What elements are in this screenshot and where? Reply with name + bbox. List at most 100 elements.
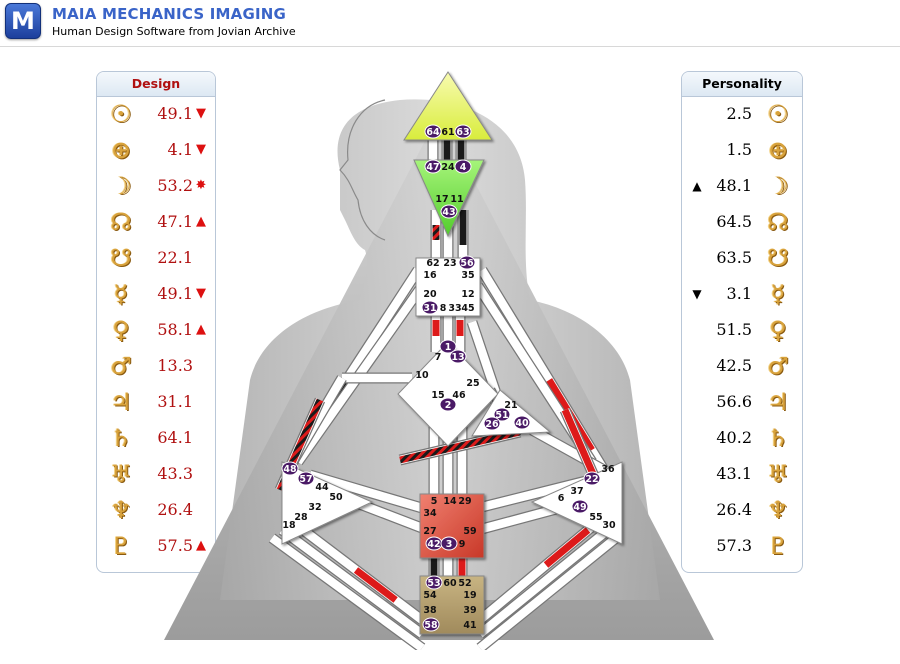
gate-active-marker	[281, 461, 299, 476]
gate-16: 16	[423, 270, 437, 281]
gate-number: 64	[426, 127, 440, 138]
gate-8: 8	[440, 303, 447, 314]
personality-row-uranus: ♅43.1	[682, 459, 802, 495]
gate-active-marker	[439, 397, 457, 412]
mars-icon: ♂	[767, 352, 789, 380]
personality-value: 40.2	[716, 428, 752, 447]
gate-number: 6	[558, 493, 565, 504]
gate-23: 23	[443, 258, 456, 269]
design-row-mars: ♂13.3	[97, 351, 215, 387]
venus-icon: ♀	[769, 316, 787, 344]
gate-number: 16	[423, 270, 437, 281]
channel	[269, 534, 425, 650]
design-value: 31.1	[157, 392, 193, 411]
gate-number: 27	[423, 526, 436, 537]
gate-2: 2	[439, 397, 457, 412]
design-row-mercury: ☿49.1▼	[97, 279, 215, 315]
uranus-icon: ♅	[110, 460, 132, 488]
pluto-icon: ♇	[767, 532, 789, 560]
gate-20: 20	[423, 289, 437, 300]
gate-26: 26	[483, 416, 501, 431]
gate-number: 11	[450, 194, 463, 205]
gate-number: 42	[427, 539, 440, 550]
uranus-icon: ♅	[767, 460, 789, 488]
gate-number: 22	[585, 474, 598, 485]
gate-number: 24	[441, 162, 455, 173]
gate-number: 13	[451, 352, 464, 363]
gate-54: 54	[423, 590, 437, 601]
design-row-saturn: ♄64.1	[97, 423, 215, 459]
gate-number: 51	[495, 410, 508, 421]
gate-number: 23	[443, 258, 456, 269]
gate-30: 30	[602, 520, 616, 531]
design-value: 49.1	[157, 104, 193, 123]
gate-number: 3	[446, 539, 453, 550]
gate-9: 9	[459, 539, 466, 550]
design-row-south-node: ☋22.1	[97, 243, 215, 279]
personality-row-mercury: ☿3.1▼	[682, 279, 802, 315]
channel	[279, 526, 425, 638]
design-value: 57.5	[157, 536, 193, 555]
personality-value: 48.1	[716, 176, 752, 195]
gate-number: 29	[458, 496, 471, 507]
gate-number: 26	[485, 419, 499, 430]
personality-row-neptune: ♆26.4	[682, 495, 802, 531]
gate-active-marker	[454, 159, 472, 174]
gate-33: 33	[448, 303, 461, 314]
gate-38: 38	[423, 605, 437, 616]
gate-number: 12	[461, 289, 474, 300]
design-row-north-node: ☊47.1▲	[97, 207, 215, 243]
gate-number: 8	[440, 303, 447, 314]
gate-55: 55	[589, 512, 602, 523]
personality-value: 42.5	[716, 356, 752, 375]
gate-10: 10	[415, 370, 429, 381]
gate-number: 55	[589, 512, 602, 523]
gate-number: 34	[423, 508, 437, 519]
gate-number: 17	[435, 194, 448, 205]
neptune-icon: ♆	[110, 496, 132, 524]
gate-number: 57	[299, 474, 312, 485]
channel-activation	[399, 428, 521, 464]
detriment-down-icon: ▼	[196, 142, 206, 157]
gate-number: 33	[448, 303, 461, 314]
design-panel-title: Design	[97, 72, 215, 97]
gate-number: 32	[308, 502, 321, 513]
moon-icon: ☽	[767, 172, 789, 200]
personality-value: 57.3	[716, 536, 752, 555]
gate-number: 2	[445, 400, 452, 411]
design-value: 43.3	[157, 464, 193, 483]
gate-number: 31	[423, 303, 436, 314]
gate-18: 18	[282, 520, 296, 531]
gate-12: 12	[461, 289, 474, 300]
venus-icon: ♀	[112, 316, 130, 344]
design-row-uranus: ♅ 43.3	[97, 459, 215, 495]
gate-3: 3	[440, 536, 458, 551]
earth-icon: ⊕	[767, 136, 789, 164]
gate-number: 54	[423, 590, 437, 601]
gate-active-marker	[424, 124, 442, 139]
gate-number: 60	[443, 578, 457, 589]
gate-active-marker	[571, 499, 589, 514]
neptune-icon: ♆	[767, 496, 789, 524]
pluto-icon: ♇	[110, 532, 132, 560]
gate-45: 45	[461, 303, 474, 314]
gate-number: 7	[435, 352, 442, 363]
app-title: MAIA MECHANICS IMAGING	[52, 5, 287, 23]
personality-panel: Personality ☉2.5⊕1.5☽48.1▲☊64.5☋63.5☿3.1…	[681, 71, 803, 573]
gate-active-marker	[458, 255, 476, 270]
gate-active-marker	[425, 575, 443, 590]
gate-53: 53	[425, 575, 443, 590]
head-center	[403, 71, 493, 141]
moon-icon: ☽	[110, 172, 132, 200]
personality-value: 63.5	[716, 248, 752, 267]
ajna-center	[413, 159, 485, 238]
gate-number: 50	[329, 492, 343, 503]
detriment-down-icon: ▼	[692, 287, 702, 301]
gate-14: 14	[443, 496, 457, 507]
gate-43: 43	[440, 204, 458, 219]
gate-active-marker	[513, 415, 531, 430]
gate-61: 61	[441, 127, 454, 138]
gate-number: 21	[504, 400, 517, 411]
design-row-venus: ♀58.1▲	[97, 315, 215, 351]
gate-31: 31	[421, 300, 439, 315]
